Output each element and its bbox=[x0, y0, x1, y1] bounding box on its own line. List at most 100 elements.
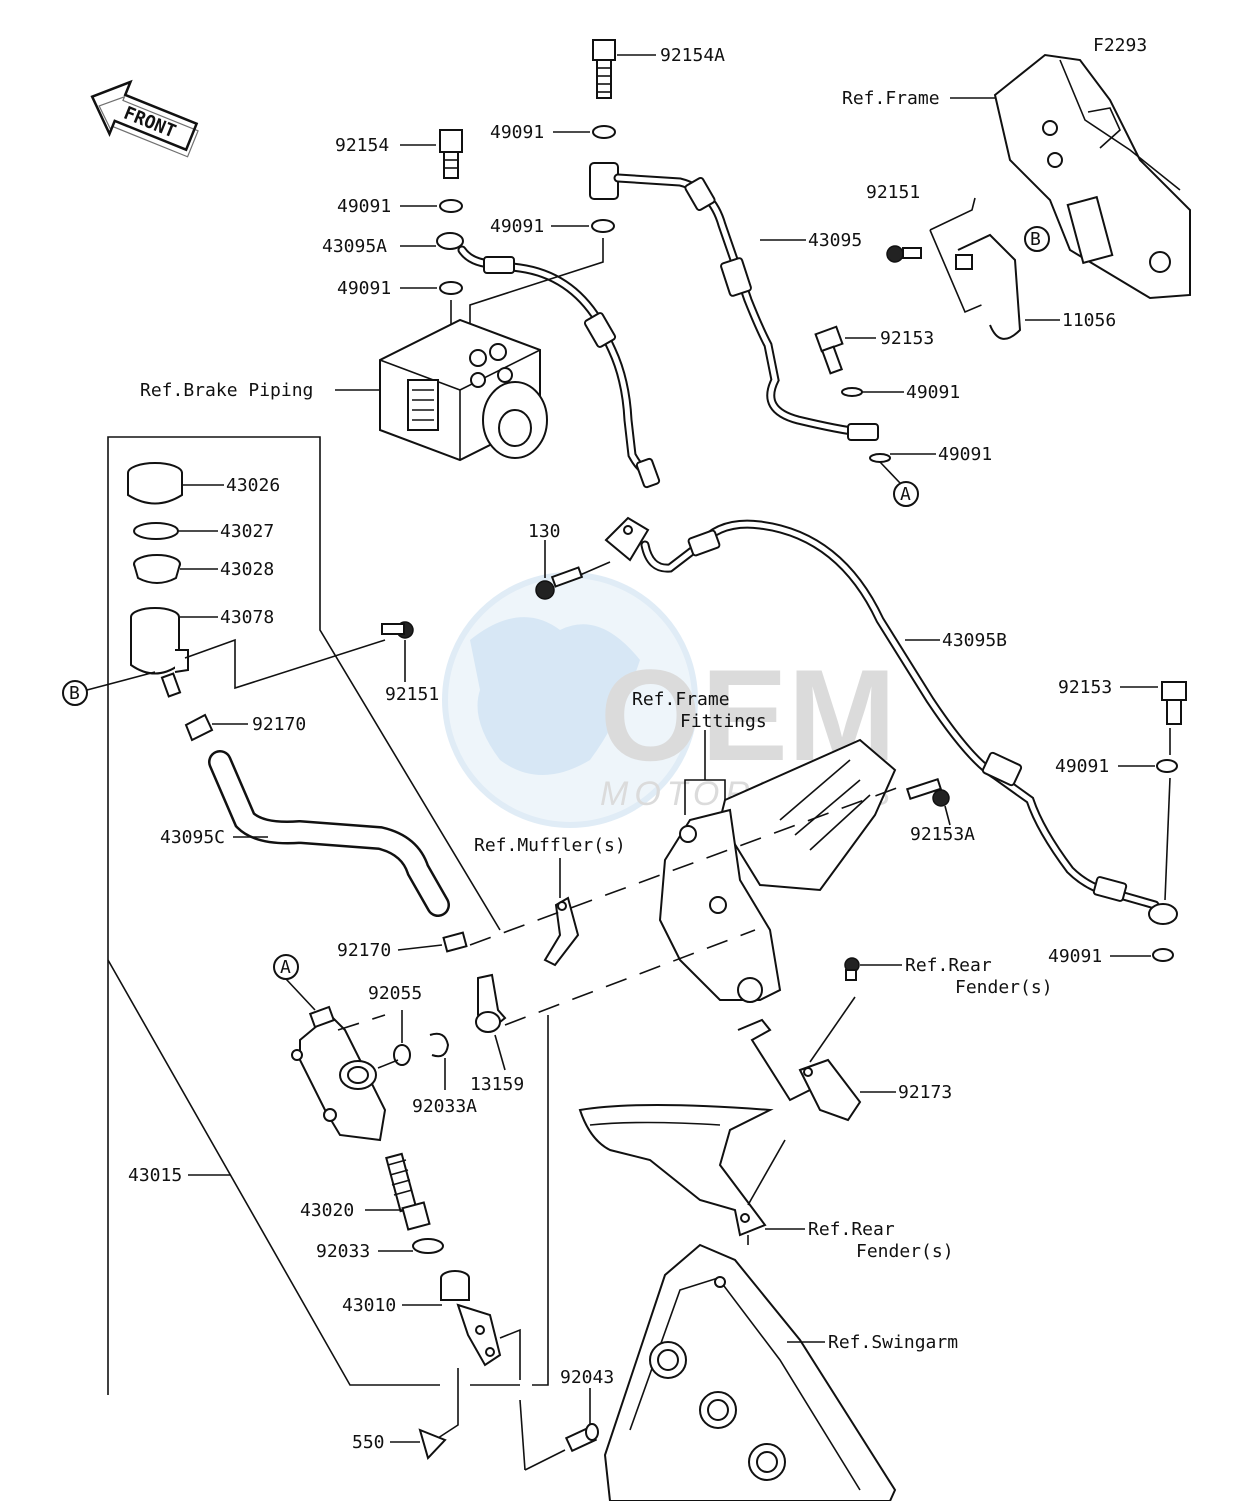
label-49091-e: 49091 bbox=[906, 382, 960, 403]
ref-mufflers: Ref.Muffler(s) bbox=[474, 835, 626, 856]
label-43095: 43095 bbox=[808, 230, 862, 251]
marker-a-top: A bbox=[900, 484, 911, 505]
label-43020: 43020 bbox=[300, 1200, 354, 1221]
label-43027: 43027 bbox=[220, 521, 274, 542]
master-cylinder-icon bbox=[291, 1005, 387, 1142]
label-92033A: 92033A bbox=[412, 1096, 477, 1117]
part-130-icon bbox=[535, 566, 584, 600]
marker-b-icon bbox=[1024, 226, 1050, 252]
washer-icon bbox=[1156, 759, 1178, 773]
label-92153-b: 92153 bbox=[1058, 677, 1112, 698]
label-92170-b: 92170 bbox=[337, 940, 391, 961]
ref-swingarm: Ref.Swingarm bbox=[828, 1332, 958, 1353]
marker-a-lower: A bbox=[280, 957, 291, 978]
label-92151-b: 92151 bbox=[385, 684, 439, 705]
label-49091-b: 49091 bbox=[337, 196, 391, 217]
ref-frame-fittings-2: Fittings bbox=[680, 711, 767, 732]
part-550-icon bbox=[418, 1428, 447, 1460]
part-43010-icon bbox=[440, 1270, 502, 1367]
part-43020-icon bbox=[385, 1152, 431, 1231]
part-92170-icon bbox=[184, 713, 214, 742]
label-43095C: 43095C bbox=[160, 827, 225, 848]
label-43026: 43026 bbox=[226, 475, 280, 496]
label-92033: 92033 bbox=[316, 1241, 370, 1262]
label-130: 130 bbox=[528, 521, 561, 542]
rear-fender-icon bbox=[578, 1104, 774, 1237]
part-43095A-icon bbox=[436, 232, 661, 489]
label-43015: 43015 bbox=[128, 1165, 182, 1186]
part-92055-icon bbox=[393, 1044, 411, 1066]
part-92170-b-icon bbox=[442, 931, 468, 953]
washer-icon bbox=[592, 125, 616, 139]
label-49091-a: 49091 bbox=[490, 122, 544, 143]
label-92154A: 92154A bbox=[660, 45, 725, 66]
junction-block-icon bbox=[604, 516, 650, 562]
label-43010: 43010 bbox=[342, 1295, 396, 1316]
label-92055: 92055 bbox=[368, 983, 422, 1004]
front-arrow-icon: FRONT bbox=[90, 79, 199, 158]
marker-a-icon bbox=[893, 481, 919, 507]
part-92033A-icon bbox=[429, 1032, 450, 1058]
diagram-code: F2293 bbox=[1093, 35, 1147, 56]
label-13159: 13159 bbox=[470, 1074, 524, 1095]
label-92043: 92043 bbox=[560, 1367, 614, 1388]
part-43095B-icon bbox=[640, 519, 1178, 925]
frame-fittings-icon bbox=[658, 738, 897, 1003]
washer-icon bbox=[841, 387, 863, 397]
part-92153A-icon bbox=[905, 778, 950, 807]
label-43095A: 43095A bbox=[322, 236, 387, 257]
part-92154A-icon bbox=[592, 39, 616, 99]
ref-brake-piping: Ref.Brake Piping bbox=[140, 380, 313, 401]
washer-icon bbox=[439, 281, 463, 295]
muffler-bracket-icon bbox=[543, 896, 580, 967]
label-49091-d: 49091 bbox=[337, 278, 391, 299]
washer-icon bbox=[869, 453, 891, 463]
part-11056-icon bbox=[955, 233, 1022, 340]
part-43027-icon bbox=[133, 522, 179, 540]
ref-rear-fender-a1: Ref.Rear bbox=[905, 955, 992, 976]
part-43095C-icon bbox=[208, 750, 450, 917]
label-49091-c: 49091 bbox=[490, 216, 544, 237]
ref-frame: Ref.Frame bbox=[842, 88, 940, 109]
part-92043-icon bbox=[564, 1423, 599, 1453]
marker-b-top: B bbox=[1030, 229, 1041, 250]
label-11056: 11056 bbox=[1062, 310, 1116, 331]
washer-icon bbox=[439, 199, 463, 213]
label-49091-f: 49091 bbox=[938, 444, 992, 465]
fender-bolt-icon bbox=[844, 957, 860, 981]
part-92151-icon bbox=[886, 245, 922, 263]
label-92170-a: 92170 bbox=[252, 714, 306, 735]
swingarm-icon bbox=[603, 1243, 897, 1501]
label-92153-a: 92153 bbox=[880, 328, 934, 349]
frame-bracket-icon bbox=[993, 53, 1191, 300]
label-43078: 43078 bbox=[220, 607, 274, 628]
label-550: 550 bbox=[352, 1432, 385, 1453]
part-92153-b-icon bbox=[1161, 681, 1187, 725]
part-43026-icon bbox=[127, 462, 183, 505]
part-43078-icon bbox=[130, 607, 189, 698]
label-43028: 43028 bbox=[220, 559, 274, 580]
label-49091-g: 49091 bbox=[1055, 756, 1109, 777]
part-92033-icon bbox=[412, 1238, 444, 1254]
washer-icon bbox=[1152, 948, 1174, 962]
ref-frame-fittings-1: Ref.Frame bbox=[632, 689, 730, 710]
ref-rear-fender-a2: Fender(s) bbox=[955, 977, 1053, 998]
label-92151-a: 92151 bbox=[866, 182, 920, 203]
part-92153-icon bbox=[814, 325, 844, 375]
marker-b-icon bbox=[62, 680, 88, 706]
label-43095B: 43095B bbox=[942, 630, 1007, 651]
label-92173: 92173 bbox=[898, 1082, 952, 1103]
part-92154-icon bbox=[439, 129, 463, 179]
part-13159-icon bbox=[475, 973, 507, 1033]
label-92153A: 92153A bbox=[910, 824, 975, 845]
part-43028-icon bbox=[133, 554, 181, 584]
part-92151-b-icon bbox=[381, 621, 414, 639]
part-43095-icon bbox=[589, 162, 879, 441]
label-92154: 92154 bbox=[335, 135, 389, 156]
abs-unit-icon bbox=[379, 318, 548, 462]
marker-b-left: B bbox=[69, 683, 80, 704]
ref-rear-fender-b2: Fender(s) bbox=[856, 1241, 954, 1262]
washer-icon bbox=[591, 219, 615, 233]
